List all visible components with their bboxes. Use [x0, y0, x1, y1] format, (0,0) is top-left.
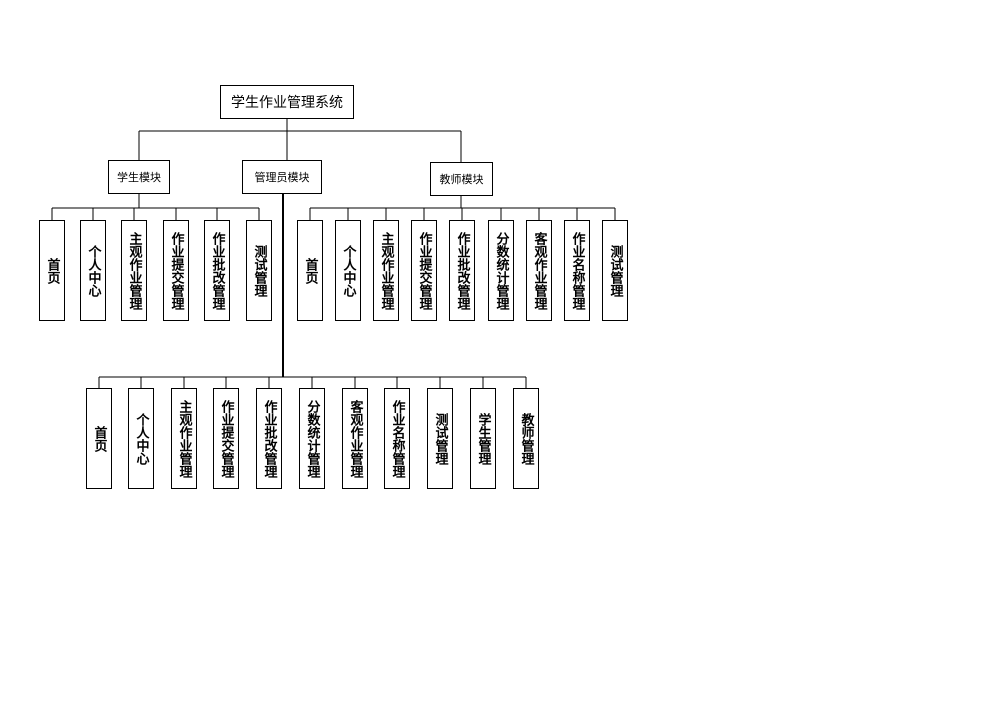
admin-leaf-home: 首页 [86, 388, 112, 489]
teacher-leaf-submission: 作业提交管理 [411, 220, 437, 321]
teacher-leaf-objective: 客观作业管理 [526, 220, 552, 321]
admin-leaf-test: 测试管理 [427, 388, 453, 489]
student-module-node: 学生模块 [108, 160, 170, 194]
student-leaf-grading: 作业批改管理 [204, 220, 230, 321]
teacher-leaf-name-mgmt: 作业名称管理 [564, 220, 590, 321]
admin-leaf-teachers: 教师管理 [513, 388, 539, 489]
admin-leaf-profile: 个人中心 [128, 388, 154, 489]
teacher-module-node: 教师模块 [430, 162, 493, 196]
teacher-leaf-grading: 作业批改管理 [449, 220, 475, 321]
teacher-leaf-test: 测试管理 [602, 220, 628, 321]
teacher-leaf-home: 首页 [297, 220, 323, 321]
student-leaf-home: 首页 [39, 220, 65, 321]
student-leaf-subjective: 主观作业管理 [121, 220, 147, 321]
teacher-leaf-profile: 个人中心 [335, 220, 361, 321]
admin-leaf-subjective: 主观作业管理 [171, 388, 197, 489]
admin-leaf-score-stats: 分数统计管理 [299, 388, 325, 489]
student-leaf-profile: 个人中心 [80, 220, 106, 321]
admin-module-node: 管理员模块 [242, 160, 322, 194]
student-leaf-submission: 作业提交管理 [163, 220, 189, 321]
system-root-node: 学生作业管理系统 [220, 85, 354, 119]
student-leaf-test: 测试管理 [246, 220, 272, 321]
teacher-leaf-score-stats: 分数统计管理 [488, 220, 514, 321]
admin-leaf-grading: 作业批改管理 [256, 388, 282, 489]
admin-leaf-submission: 作业提交管理 [213, 388, 239, 489]
teacher-leaf-subjective: 主观作业管理 [373, 220, 399, 321]
admin-leaf-students: 学生管理 [470, 388, 496, 489]
admin-leaf-objective: 客观作业管理 [342, 388, 368, 489]
admin-leaf-name-mgmt: 作业名称管理 [384, 388, 410, 489]
